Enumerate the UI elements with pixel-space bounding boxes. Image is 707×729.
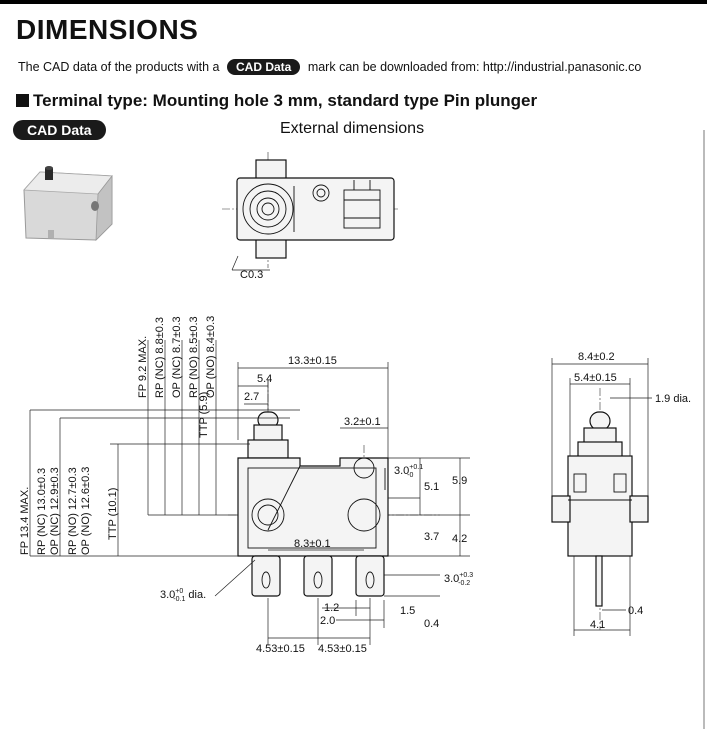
side-view — [551, 358, 652, 636]
section-title: Terminal type: Mounting hole 3 mm, stand… — [33, 91, 538, 110]
cad-data-badge-inline: CAD Data — [226, 59, 301, 75]
label-5-9: 5.9 — [452, 475, 467, 487]
page-title: DIMENSIONS — [16, 14, 199, 45]
label-rp-nc-13-0: RP (NC) 13.0±0.3 — [36, 468, 48, 555]
label-op-nc-8-7: OP (NC) 8.7±0.3 — [171, 316, 183, 398]
front-view — [228, 380, 440, 597]
label-rp-nc-8-8: RP (NC) 8.8±0.3 — [154, 317, 166, 398]
label-op-no-12-6: OP (NO) 12.6±0.3 — [80, 467, 92, 555]
label-5-1: 5.1 — [424, 481, 439, 493]
product-photo — [23, 166, 113, 242]
top-rule — [0, 0, 707, 4]
label-side-4-1: 4.1 — [590, 619, 605, 631]
label-rp-no-8-5: RP (NO) 8.5±0.3 — [188, 316, 200, 398]
section-heading: Terminal type: Mounting hole 3 mm, stand… — [16, 91, 537, 111]
intro-before: The CAD data of the products with a — [18, 60, 220, 74]
label-5-4: 5.4 — [257, 373, 272, 385]
label-rp-no-12-7: RP (NO) 12.7±0.3 — [67, 467, 79, 555]
label-side-8-4: 8.4±0.2 — [578, 351, 615, 363]
cad-data-button[interactable]: CAD Data — [13, 120, 106, 140]
label-1-5: 1.5 — [400, 605, 415, 617]
label-fp-13-4: FP 13.4 MAX. — [19, 487, 31, 555]
external-dimensions-label: External dimensions — [280, 120, 425, 137]
label-3-7: 3.7 — [424, 531, 439, 543]
label-0-4: 0.4 — [424, 618, 439, 630]
label-1-2: 1.2 — [324, 602, 339, 614]
label-fp-9-2: FP 9.2 MAX. — [137, 336, 149, 398]
top-view — [222, 152, 400, 271]
label-ttp-5-9: TTP (5.9) — [198, 392, 210, 438]
label-overall-length: 13.3±0.15 — [288, 355, 337, 367]
intro-text: The CAD data of the products with a CAD … — [18, 59, 707, 75]
label-terminal-3-0: 3.0+0.3-0.2 — [444, 572, 473, 587]
label-2-0: 2.0 — [320, 615, 335, 627]
label-hole-3-0: 3.0+0.1-0 — [394, 464, 423, 479]
label-mount-hole-dia: 3.0+0-0.1 dia. — [160, 588, 206, 603]
label-8-3: 8.3±0.1 — [294, 538, 331, 550]
label-4-2: 4.2 — [452, 533, 467, 545]
label-ttp-10-1: TTP (10.1) — [107, 488, 119, 540]
square-bullet-icon — [16, 94, 29, 107]
label-pitch-1: 4.53±0.15 — [256, 643, 305, 655]
label-2-7: 2.7 — [244, 391, 259, 403]
label-side-1-9-dia: 1.9 dia. — [655, 393, 691, 405]
label-3-2: 3.2±0.1 — [344, 416, 381, 428]
label-pitch-2: 4.53±0.15 — [318, 643, 367, 655]
label-side-0-4: 0.4 — [628, 605, 643, 617]
label-op-nc-12-9: OP (NC) 12.9±0.3 — [49, 467, 61, 555]
label-side-5-4: 5.4±0.15 — [574, 372, 617, 384]
label-op-no-8-4: OP (NO) 8.4±0.3 — [205, 316, 217, 398]
height-dimension-lines — [29, 340, 300, 557]
front-view-dimensions — [214, 362, 470, 645]
intro-after: mark can be downloaded from: http://indu… — [307, 60, 642, 74]
chamfer-label: C0.3 — [240, 269, 263, 281]
